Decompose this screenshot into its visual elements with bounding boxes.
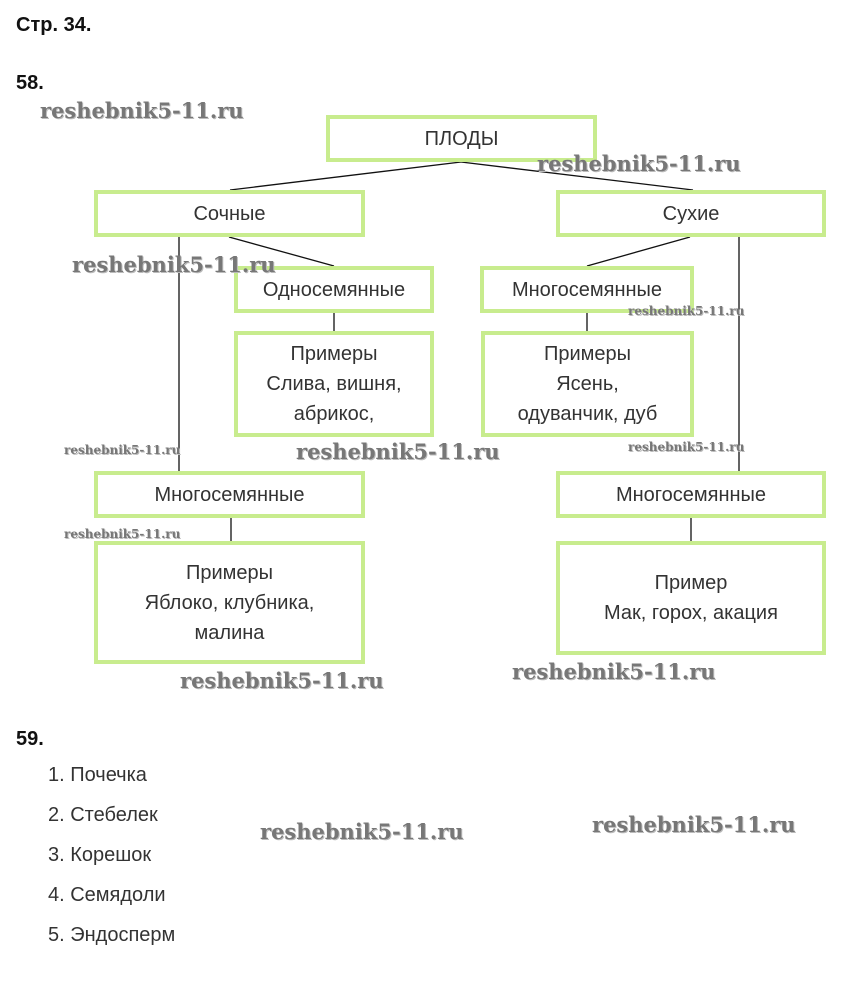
watermark: reshebnik5-11.ru — [628, 304, 745, 318]
connector-root-dry — [460, 161, 694, 191]
node-fruits: ПЛОДЫ — [326, 115, 597, 162]
examples-line: одуванчик, дуб — [517, 403, 658, 425]
watermark: reshebnik5-11.ru — [40, 98, 244, 123]
examples-line: Ясень, — [556, 373, 619, 395]
examples-line: Мак, горох, акация — [604, 602, 778, 624]
watermark: reshebnik5-11.ru — [72, 252, 276, 277]
examples-line: абрикос, — [293, 403, 375, 425]
watermark: reshebnik5-11.ru — [180, 668, 384, 693]
node-dry: Сухие — [556, 190, 826, 237]
node-dry-multi-top-examples: Примеры Ясень, одуванчик, дуб — [481, 331, 694, 437]
node-label: Многосемянные — [511, 278, 663, 301]
watermark: reshebnik5-11.ru — [260, 819, 464, 844]
node-label: Многосемянные — [615, 483, 767, 506]
examples-line: малина — [194, 621, 265, 644]
node-label: Сухие — [662, 202, 720, 225]
node-label: Односемянные — [262, 278, 406, 301]
node-juicy-multi-examples: Примеры Яблоко, клубника, малина — [94, 541, 365, 664]
watermark: reshebnik5-11.ru — [64, 527, 181, 541]
watermark: reshebnik5-11.ru — [512, 659, 716, 684]
examples-title: Примеры — [290, 343, 378, 365]
watermark: reshebnik5-11.ru — [592, 812, 796, 837]
list-item: 5. Эндосперм — [48, 924, 176, 946]
node-juicy: Сочные — [94, 190, 365, 237]
node-label: Сочные — [193, 202, 266, 225]
connector-juicy-single — [228, 236, 335, 267]
examples-title: Примеры — [185, 561, 274, 584]
node-juicy-single-seed: Односемянные — [234, 266, 434, 313]
task-59-number: 59. — [16, 728, 44, 750]
list-item: 3. Корешок — [48, 844, 152, 866]
examples-line: Слива, вишня, — [266, 373, 402, 395]
connector-root-juicy — [229, 161, 462, 191]
watermark: reshebnik5-11.ru — [628, 440, 745, 454]
node-juicy-multi-seed: Многосемянные — [94, 471, 365, 518]
examples-title: Примеры — [543, 343, 632, 365]
list-item: 1. Почечка — [48, 764, 147, 786]
watermark: reshebnik5-11.ru — [537, 151, 741, 176]
connector-dry-multi-top — [586, 236, 691, 267]
node-label: ПЛОДЫ — [424, 127, 499, 150]
task-58-number: 58. — [16, 72, 44, 94]
node-juicy-single-examples: Примеры Слива, вишня, абрикос, — [234, 331, 434, 437]
node-dry-multi-seed: Многосемянные — [556, 471, 826, 518]
examples-line: Яблоко, клубника, — [144, 591, 315, 614]
page-header: Стр. 34. — [16, 14, 92, 36]
node-dry-multi-seed-top: Многосемянные — [480, 266, 694, 313]
watermark: reshebnik5-11.ru — [296, 439, 500, 464]
examples-title: Пример — [654, 572, 728, 594]
watermark: reshebnik5-11.ru — [64, 443, 181, 457]
node-label: Многосемянные — [154, 483, 305, 506]
node-dry-multi-examples: Пример Мак, горох, акация — [556, 541, 826, 655]
list-item: 4. Семядоли — [48, 884, 166, 906]
list-item: 2. Стебелек — [48, 804, 158, 826]
